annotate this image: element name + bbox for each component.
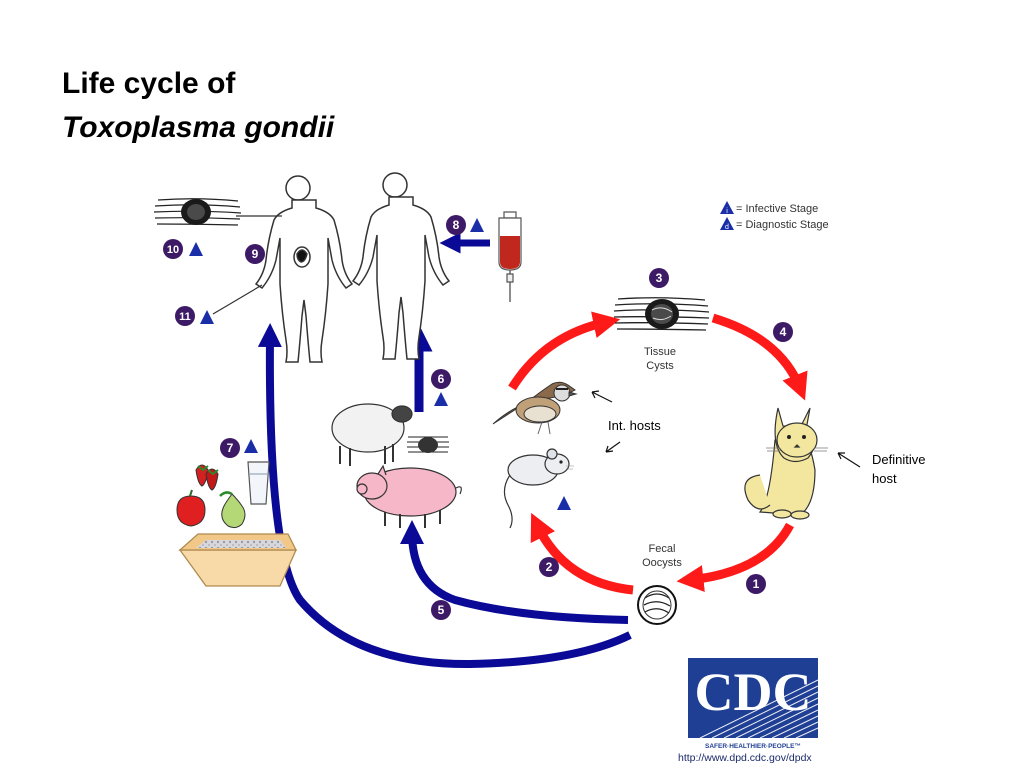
cat-icon (744, 407, 828, 520)
blue-arrow-5-to-pig (400, 520, 629, 624)
red-arrow-4 (711, 313, 808, 401)
infective-triangle-icon (434, 392, 448, 406)
int-hosts-arrow-mouse (605, 441, 621, 453)
legend-diagnostic-symbol: d (725, 224, 729, 231)
cdc-logo: CDC SAFER·HEALTHIER·PEOPLE™ (688, 658, 819, 750)
stage-6-marker (431, 369, 451, 389)
stage-1-number: 1 (753, 577, 760, 591)
infective-triangle-icon (244, 439, 258, 453)
stage-11-pointer-line (212, 284, 263, 315)
stage-11-marker (175, 306, 195, 326)
int-hosts-label: Int. hosts (608, 418, 661, 433)
definitive-host-line-1: Definitive (872, 452, 926, 467)
pig-icon (356, 464, 462, 528)
stage-10-marker (163, 239, 183, 259)
strawberries-icon (195, 464, 219, 491)
water-glass-icon (247, 461, 270, 505)
blue-arrow-oocyst-to-human (257, 323, 632, 669)
human-figure-right-icon (351, 172, 451, 360)
diagnostic-triangle-icon (200, 310, 214, 324)
title-line-1: Life cycle of (62, 67, 236, 100)
title-line-2: Toxoplasma gondii (62, 111, 335, 144)
stage-3-marker (649, 268, 669, 288)
meat-tissue-cyst-icon (407, 436, 449, 453)
stage-6-number: 6 (438, 372, 445, 386)
stage-2-number: 2 (546, 560, 553, 574)
cdc-url[interactable]: http://www.dpd.cdc.gov/dpdx (678, 752, 812, 764)
cdc-tagline: SAFER·HEALTHIER·PEOPLE™ (705, 743, 801, 750)
diagnostic-stage-triangle-icon (720, 217, 734, 230)
blood-bag-icon (498, 211, 522, 302)
stage-7-number: 7 (227, 441, 234, 455)
legend-infective-label: = Infective Stage (736, 203, 818, 215)
legend: i = Infective Stage d = Diagnostic Stage (720, 201, 829, 231)
annotation-arrows (591, 390, 861, 468)
pear-icon (219, 491, 246, 529)
stage-7-marker (220, 438, 240, 458)
infective-triangle-icon (557, 496, 571, 510)
mouse-icon (503, 448, 574, 529)
tissue-cysts-label-1: Tissue (644, 346, 676, 358)
legend-infective-symbol: i (726, 208, 728, 215)
infective-stage-triangle-icon (720, 201, 734, 214)
stage-3-number: 3 (656, 271, 663, 285)
litter-box-icon (178, 533, 298, 587)
human-tissue-cyst-icon (153, 198, 282, 226)
bird-icon (492, 381, 578, 435)
apple-icon (176, 489, 206, 527)
definitive-host-line-2: host (872, 471, 897, 486)
cdc-logo-box (688, 658, 818, 738)
stage-5-marker (431, 600, 451, 620)
slide-title: Life cycle of Toxoplasma gondii (62, 62, 334, 150)
fecal-oocysts-label-1: Fecal (649, 543, 676, 555)
red-arrow-2 (530, 512, 634, 595)
stage-11-number: 11 (179, 311, 191, 323)
stage-9-marker (245, 244, 265, 264)
diagnostic-triangle-icon (189, 242, 203, 256)
oocyst-icon (637, 585, 677, 625)
tissue-cysts-label-2: Cysts (646, 360, 674, 372)
stage-10-number: 10 (167, 244, 179, 256)
fecal-oocysts-label-2: Oocysts (642, 557, 682, 569)
stage-9-number: 9 (252, 247, 259, 261)
infective-triangle-icon (470, 218, 484, 232)
stage-4-number: 4 (780, 325, 787, 339)
stage-triangles (189, 218, 571, 510)
red-arrow-to-tissue-cysts (508, 311, 621, 391)
stage-4-marker (773, 322, 793, 342)
int-hosts-arrow-bird (591, 390, 613, 403)
legend-diagnostic-label: = Diagnostic Stage (736, 219, 829, 231)
stage-2-marker (539, 557, 559, 577)
cdc-logo-text: CDC (695, 662, 812, 722)
stage-8-number: 8 (453, 218, 460, 232)
sheep-icon (331, 403, 413, 466)
human-figure-left-icon (254, 175, 354, 363)
red-arrow-1 (676, 522, 794, 592)
stage-5-number: 5 (438, 603, 445, 617)
stage-8-marker (446, 215, 466, 235)
definitive-host-label: Definitive host (872, 450, 925, 488)
tissue-cyst-icon (613, 297, 710, 331)
cdc-logo-stripes (699, 679, 819, 739)
stage-1-marker (746, 574, 766, 594)
definitive-host-arrow (837, 452, 861, 468)
